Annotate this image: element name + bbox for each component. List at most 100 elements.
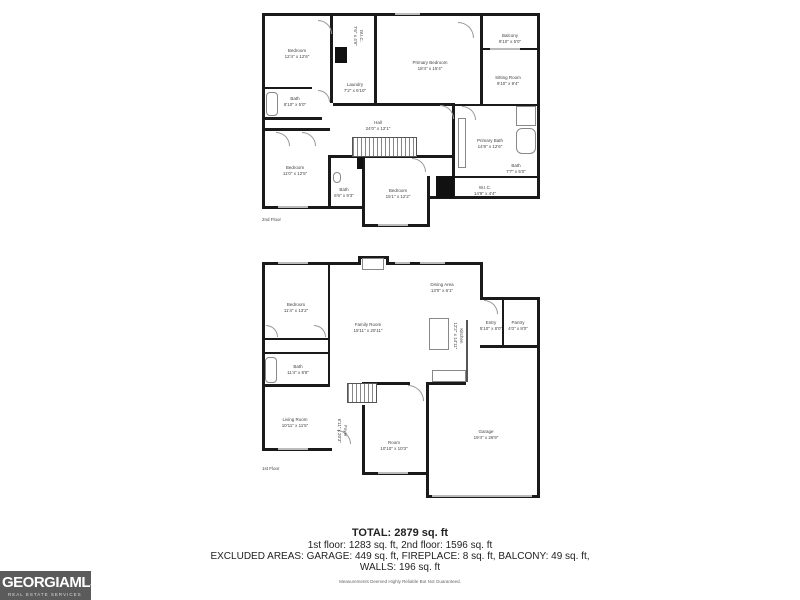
wall	[328, 262, 330, 384]
window	[490, 48, 520, 50]
room-label: W.I.C.14'9" x 4'4"	[473, 185, 497, 196]
kitchen-island	[429, 318, 449, 350]
door-swing	[462, 106, 476, 120]
floor-areas: 1st floor: 1283 sq. ft, 2nd floor: 1596 …	[307, 540, 493, 551]
bathtub	[266, 92, 278, 116]
georgia-mls-logo: GEORGIAMLS REAL ESTATE SERVICES	[0, 571, 100, 600]
wall	[426, 385, 429, 498]
duct-block	[436, 176, 454, 198]
wall	[502, 297, 504, 347]
disclaimer: Measurements Deemed Highly Reliable But …	[339, 579, 461, 584]
wall	[262, 262, 265, 450]
kitchen-counter	[432, 370, 466, 382]
kitchen-counter-wall	[466, 320, 468, 382]
wall	[480, 297, 540, 300]
door-swing	[412, 158, 426, 172]
vanity	[458, 118, 466, 168]
wall	[537, 297, 540, 498]
wall	[328, 206, 363, 209]
door-swing	[484, 300, 498, 314]
wall	[480, 345, 540, 348]
garage-door	[432, 495, 532, 497]
wall	[362, 405, 365, 475]
wall	[358, 256, 388, 259]
window	[278, 448, 308, 450]
wall	[262, 262, 360, 265]
fireplace	[362, 258, 384, 270]
wall	[427, 176, 430, 227]
excluded-areas: EXCLUDED AREAS: GARAGE: 449 sq. ft, FIRE…	[210, 551, 590, 562]
door-swing	[302, 132, 316, 146]
wall	[426, 382, 466, 385]
wall	[452, 103, 455, 198]
total-area: TOTAL: 2879 sq. ft	[351, 527, 449, 539]
floor-label: 1st Floor	[262, 466, 280, 471]
wall	[358, 256, 361, 265]
logo-subtext: REAL ESTATE SERVICES	[8, 592, 82, 597]
window	[378, 224, 408, 226]
wall	[374, 13, 377, 105]
wall	[427, 196, 540, 199]
window	[420, 262, 445, 264]
wall	[262, 87, 312, 89]
bathtub	[516, 128, 536, 154]
wall	[362, 382, 410, 385]
wall	[262, 13, 265, 209]
wall	[375, 13, 480, 16]
wall	[328, 155, 331, 209]
toilet	[333, 172, 341, 183]
floor-label: 2nd Floor	[262, 217, 282, 222]
wall	[480, 262, 483, 300]
staircase	[352, 137, 417, 157]
door-swing	[314, 325, 326, 337]
window	[378, 472, 408, 474]
wall	[330, 13, 333, 103]
staircase	[347, 383, 377, 403]
door-swing	[458, 22, 474, 38]
chimney-block	[335, 47, 347, 63]
shower	[516, 106, 536, 126]
logo-text: GEORGIAMLS	[2, 574, 100, 591]
wall	[262, 338, 330, 340]
window	[395, 13, 420, 15]
door-swing	[266, 325, 278, 337]
door-swing	[408, 385, 424, 401]
room-label: W.I.C.7'6" x 4'9"	[353, 26, 364, 46]
wall	[480, 13, 540, 16]
door-swing	[276, 132, 290, 146]
duct-block	[357, 155, 363, 169]
door-swing	[318, 90, 330, 102]
wall	[262, 13, 382, 16]
wall	[262, 352, 330, 354]
wall	[480, 13, 483, 105]
bathtub	[265, 357, 277, 383]
wall	[262, 117, 322, 120]
wall	[362, 155, 365, 227]
wall	[262, 128, 330, 131]
window	[278, 262, 308, 264]
wall	[333, 103, 453, 106]
wall	[537, 13, 540, 199]
